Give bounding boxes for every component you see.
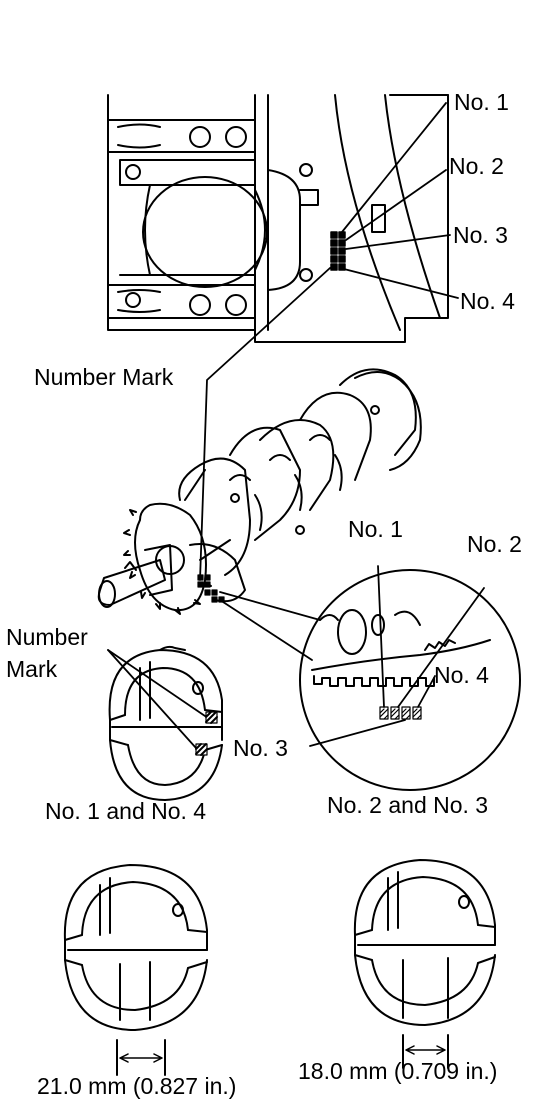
crank-label-no1: No. 1 (348, 516, 403, 542)
block-label-no2: No. 2 (449, 153, 504, 179)
crank-label-no2: No. 2 (467, 531, 522, 557)
block-label-no1: No. 1 (454, 89, 509, 115)
magnified-number-marks (379, 706, 422, 720)
bearing-right-bottom (353, 859, 496, 1069)
crank-label-no3: No. 3 (233, 735, 288, 761)
caption-no2-no3: No. 2 and No. 3 (327, 792, 489, 818)
number-mark-label-bearing-line2: Mark (6, 656, 58, 682)
block-number-marks (330, 231, 346, 271)
crank-label-no4: No. 4 (434, 662, 489, 688)
cylinder-block (107, 94, 449, 343)
crank-number-marks (197, 574, 225, 603)
caption-no1-no4: No. 1 and No. 4 (45, 798, 207, 824)
number-mark-label-bearing-line1: Number (6, 624, 88, 650)
dimension-left: 21.0 mm (0.827 in.) (37, 1073, 237, 1099)
dimension-right: 18.0 mm (0.709 in.) (298, 1058, 498, 1084)
number-mark-label-top: Number Mark (34, 364, 174, 390)
marked-bearing (107, 645, 223, 801)
magnified-detail (299, 569, 521, 791)
block-label-no4: No. 4 (460, 288, 515, 314)
block-leader-lines (199, 102, 459, 581)
block-label-no3: No. 3 (453, 222, 508, 248)
magnifier-callout-lines (219, 591, 321, 661)
magnified-leader-lines (309, 565, 485, 747)
bearing-left-bottom (63, 864, 208, 1076)
